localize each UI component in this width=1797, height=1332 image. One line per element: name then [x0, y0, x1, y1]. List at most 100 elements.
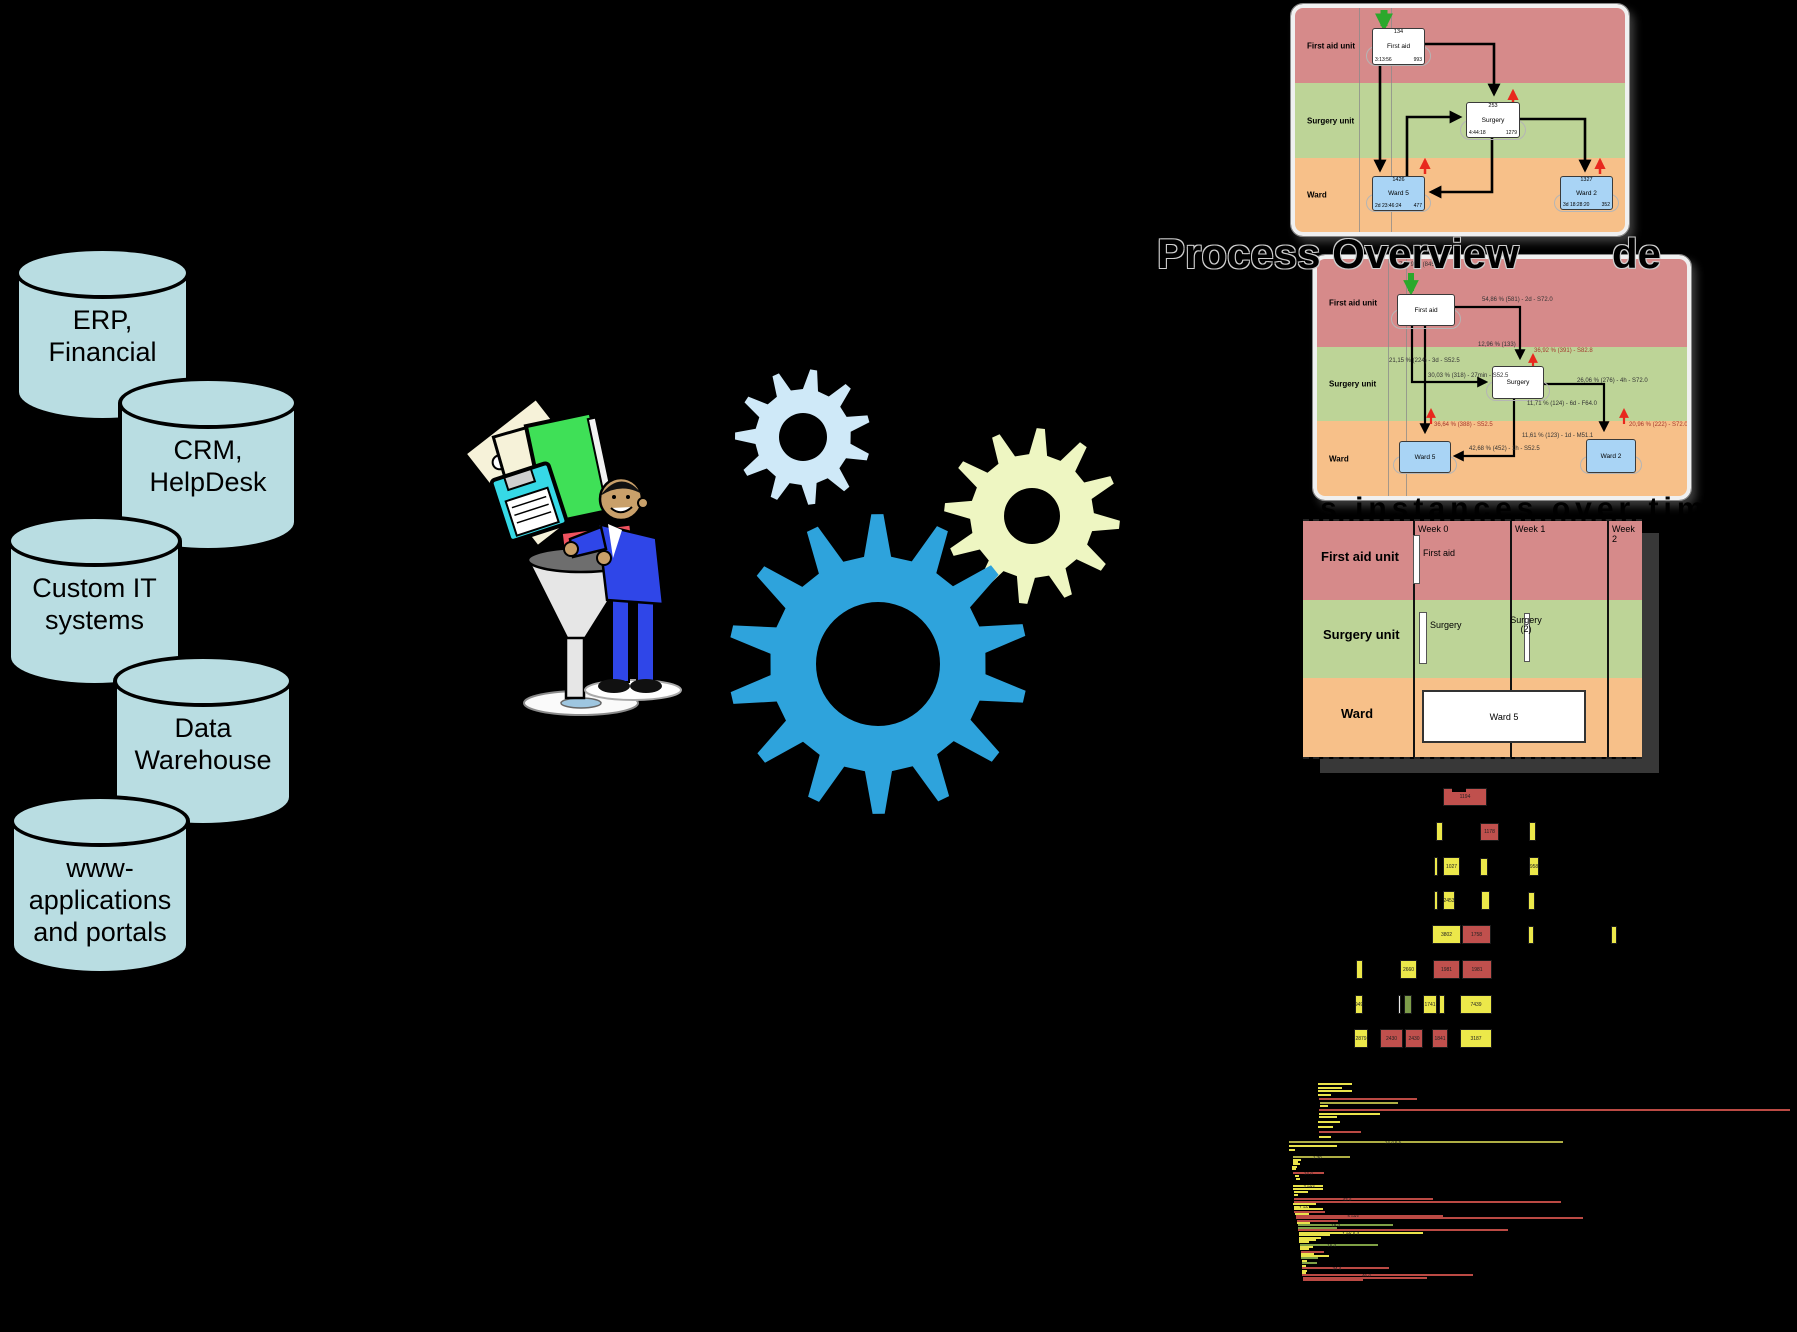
process-edges — [1403, 273, 1629, 462]
duration-bar — [1302, 1262, 1317, 1265]
gear-icon — [944, 428, 1120, 604]
timeline-heading: Process instances over time — [1190, 492, 1730, 526]
edge-label: 42,68 % (452) - 1h - S52.5 — [1469, 446, 1540, 452]
duration-bar — [1302, 1270, 1307, 1273]
duration-bar — [1300, 1246, 1313, 1249]
person-icon — [563, 476, 682, 701]
event-class-box: 7439 — [1460, 995, 1492, 1014]
edge-label: 11,71 % (124) - 6d - F64.0 — [1527, 401, 1597, 407]
edge-label: 21,15 % (224) - 3d - S52.5 — [1389, 358, 1460, 364]
timeline-panel: First aid unit Surgery unit Ward Week 0 … — [1303, 519, 1642, 759]
duration-bar — [1318, 1083, 1352, 1086]
node-frequency: 253 — [1488, 103, 1498, 109]
event-class-box: 3187 — [1460, 1029, 1492, 1048]
week-gridline — [1510, 521, 1512, 757]
event-class-box: 2430 — [1405, 1029, 1423, 1048]
database-crm-helpdesk: CRM, HelpDesk — [118, 377, 298, 552]
process-map-panel-aggregate: First aid unit Surgery unit Ward 134 Fir… — [1290, 3, 1630, 237]
duration-label: 1 wk — [1299, 1204, 1309, 1210]
edge-label: 26,06 % (276) - 4h - S72.0 — [1577, 378, 1648, 384]
duration-bar — [1289, 1145, 1337, 1148]
lane-label: First aid unit — [1307, 41, 1355, 50]
event-box-ward-5: Ward 5 — [1422, 690, 1586, 743]
event-class-box — [1356, 960, 1363, 979]
event-class-box: 2879 — [1354, 1029, 1368, 1048]
event-class-box: 2453 — [1443, 891, 1455, 910]
duration-bar — [1297, 1220, 1338, 1223]
lane-label: Surgery unit — [1323, 627, 1400, 642]
event-class-box — [1434, 891, 1438, 910]
event-class-box: 1758 — [1462, 925, 1491, 944]
duration-bar — [1299, 1239, 1316, 1242]
duration-bar — [1319, 1116, 1337, 1119]
week-gridline — [1413, 521, 1415, 757]
event-class-box: 2660 — [1400, 960, 1417, 979]
event-class-box: 2430 — [1380, 1029, 1403, 1048]
activity-node-first-aid: First aid — [1397, 294, 1455, 326]
activity-node-ward-2: 1327 Ward 2 3d 18:28:20 352 — [1560, 176, 1613, 210]
flow-guideline — [1391, 8, 1392, 232]
cylinder-top — [118, 377, 298, 429]
edge-label: 79,79 % (845) — [1399, 262, 1437, 268]
duration-bar: 5 wks — [1296, 1214, 1443, 1219]
duration-bar: 14 d — [1293, 1171, 1324, 1176]
event-class-box: 1981 — [1433, 960, 1460, 979]
duration-bar — [1297, 1222, 1310, 1225]
duration-label: 1 wk 6 d — [1342, 1230, 1360, 1236]
duration-bar — [1293, 1161, 1298, 1164]
cylinder-top — [10, 795, 190, 847]
cylinder-top — [15, 247, 190, 299]
node-frequency: 1327 — [1580, 177, 1593, 183]
duration-bar — [1318, 1121, 1340, 1124]
node-name: Surgery — [1506, 379, 1530, 386]
event-class-box — [1439, 995, 1445, 1014]
cylinder-top — [113, 655, 293, 707]
duration-bar — [1301, 1257, 1318, 1260]
duration-bar — [1302, 1272, 1306, 1275]
duration-bar — [1293, 1203, 1316, 1206]
duration-bar — [1294, 1208, 1323, 1211]
duration-bar — [1320, 1102, 1398, 1105]
duration-bar — [1299, 1237, 1321, 1240]
flow-guideline — [1359, 8, 1360, 232]
process-edges — [1373, 10, 1606, 199]
database-label: ERP, Financial — [48, 305, 157, 367]
event-class-box — [1481, 891, 1490, 910]
duration-bar — [1318, 1087, 1342, 1090]
duration-label: 43 d — [1342, 1196, 1352, 1202]
heading-text: de — [1612, 230, 1662, 277]
database-www-portals: www- applications and portals — [10, 795, 190, 975]
duration-bar — [1295, 1175, 1299, 1178]
duration-bar: 46 d — [1302, 1273, 1473, 1278]
duration-bar — [1319, 1109, 1790, 1112]
event-class-box — [1528, 926, 1534, 944]
process-overview-heading-cut: de — [1612, 230, 1661, 278]
event-class-box — [1434, 857, 1438, 876]
duration-bar — [1303, 1279, 1363, 1282]
duration-bar — [1292, 1168, 1296, 1171]
gear-icon — [735, 369, 870, 505]
activity-node-first-aid: 134 First aid 3:13:56 993 — [1372, 28, 1425, 65]
event-bar-first-aid — [1413, 535, 1420, 584]
flow-guideline — [1406, 259, 1407, 496]
duration-bar — [1289, 1149, 1295, 1152]
edge-label: 11,61 % (123) - 1d - M51.1 — [1522, 433, 1594, 439]
event-class-box: 1027 — [1443, 857, 1460, 876]
duration-bar — [1319, 1131, 1361, 1134]
heading-text: Process instances over time — [1190, 492, 1731, 525]
lane-label: Ward — [1329, 454, 1349, 463]
gear-icon — [730, 514, 1026, 814]
lane-surgery-unit — [1303, 600, 1642, 679]
duration-bar — [1296, 1217, 1583, 1220]
duration-bar — [1302, 1265, 1306, 1268]
duration-bar — [1318, 1094, 1331, 1097]
duration-bar — [1299, 1241, 1309, 1244]
event-label: First aid — [1423, 548, 1456, 558]
duration-label: 16 d — [1327, 1242, 1337, 1248]
duration-bar — [1294, 1201, 1561, 1204]
lane-first-aid-unit: First aid unit — [1317, 259, 1687, 348]
week-label: Week 0 — [1418, 524, 1449, 534]
activity-node-ward-5: Ward 5 — [1399, 441, 1451, 473]
heading-text: Process Overview — [1157, 230, 1519, 277]
